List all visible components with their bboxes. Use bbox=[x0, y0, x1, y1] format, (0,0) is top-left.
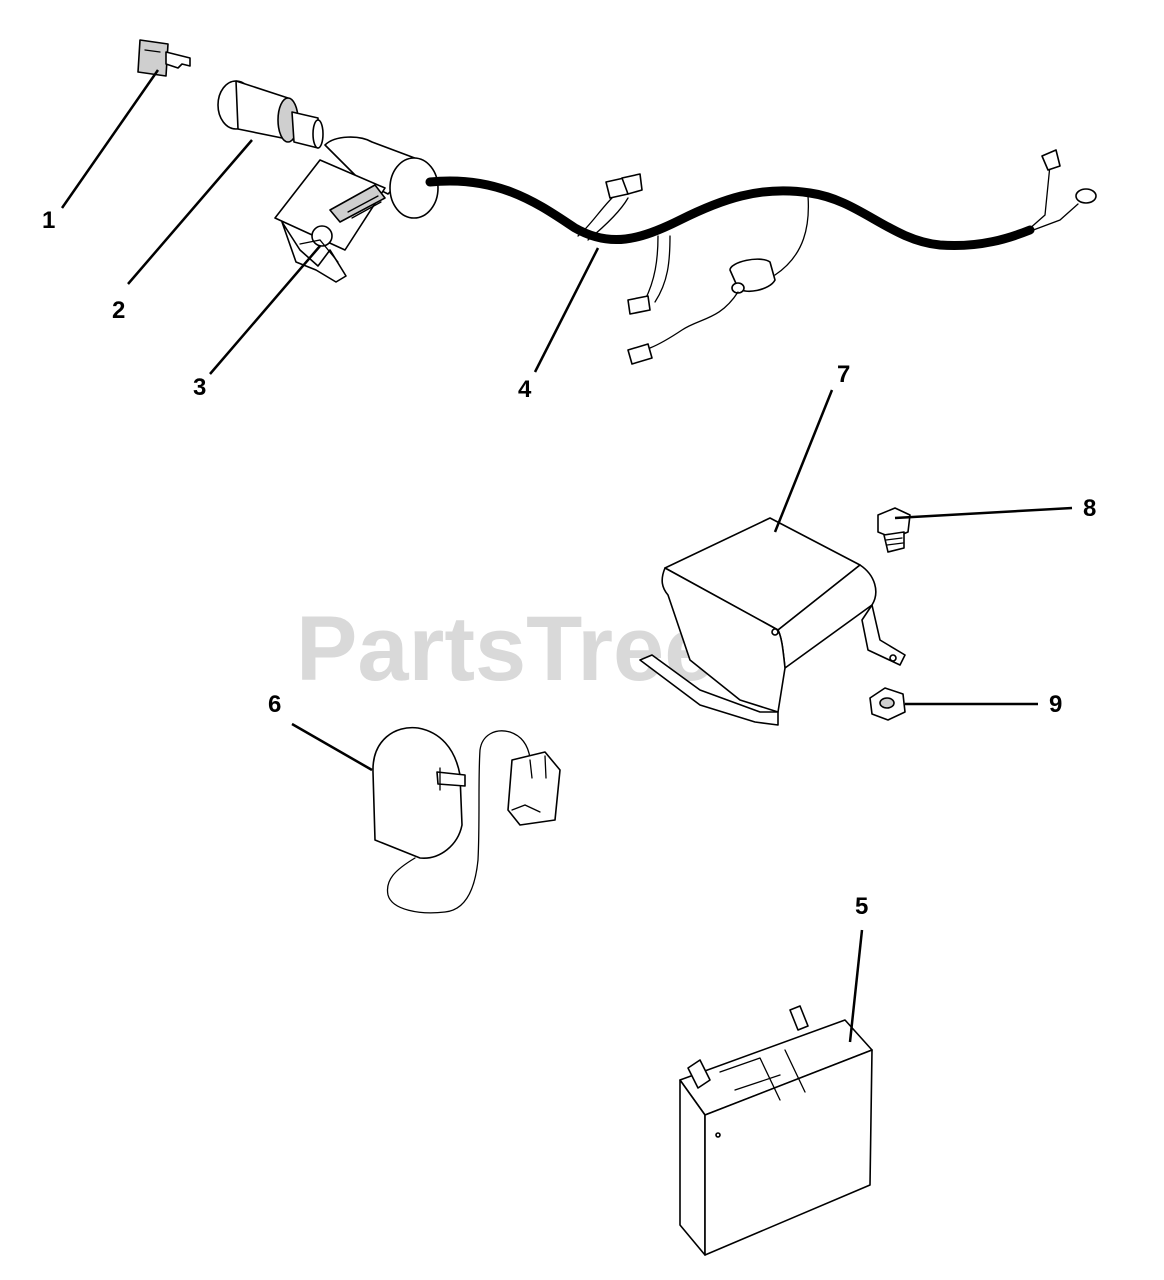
callout-5: 5 bbox=[855, 893, 868, 920]
ignition-switch-part bbox=[217, 80, 324, 149]
switch-bracket-part bbox=[274, 136, 439, 283]
wire-harness-part bbox=[425, 149, 1097, 365]
callout-8: 8 bbox=[1083, 495, 1096, 522]
callout-4: 4 bbox=[518, 376, 532, 403]
watermark-text: PartsTree bbox=[296, 598, 715, 700]
callout-labels: 1 2 3 4 5 6 7 8 9 bbox=[42, 207, 1096, 920]
ignition-key-part bbox=[137, 39, 191, 77]
callout-6: 6 bbox=[268, 691, 281, 718]
nut-part bbox=[869, 687, 906, 721]
leader-lines bbox=[60, 69, 1073, 1043]
callout-1: 1 bbox=[42, 207, 55, 234]
callout-2: 2 bbox=[112, 297, 125, 324]
battery-cover-part bbox=[639, 517, 906, 726]
charger-part bbox=[372, 726, 561, 914]
battery-part bbox=[679, 1005, 873, 1256]
callout-9: 9 bbox=[1049, 691, 1062, 718]
callout-7: 7 bbox=[837, 361, 850, 388]
callout-3: 3 bbox=[193, 374, 206, 401]
bolt-part bbox=[877, 507, 911, 553]
